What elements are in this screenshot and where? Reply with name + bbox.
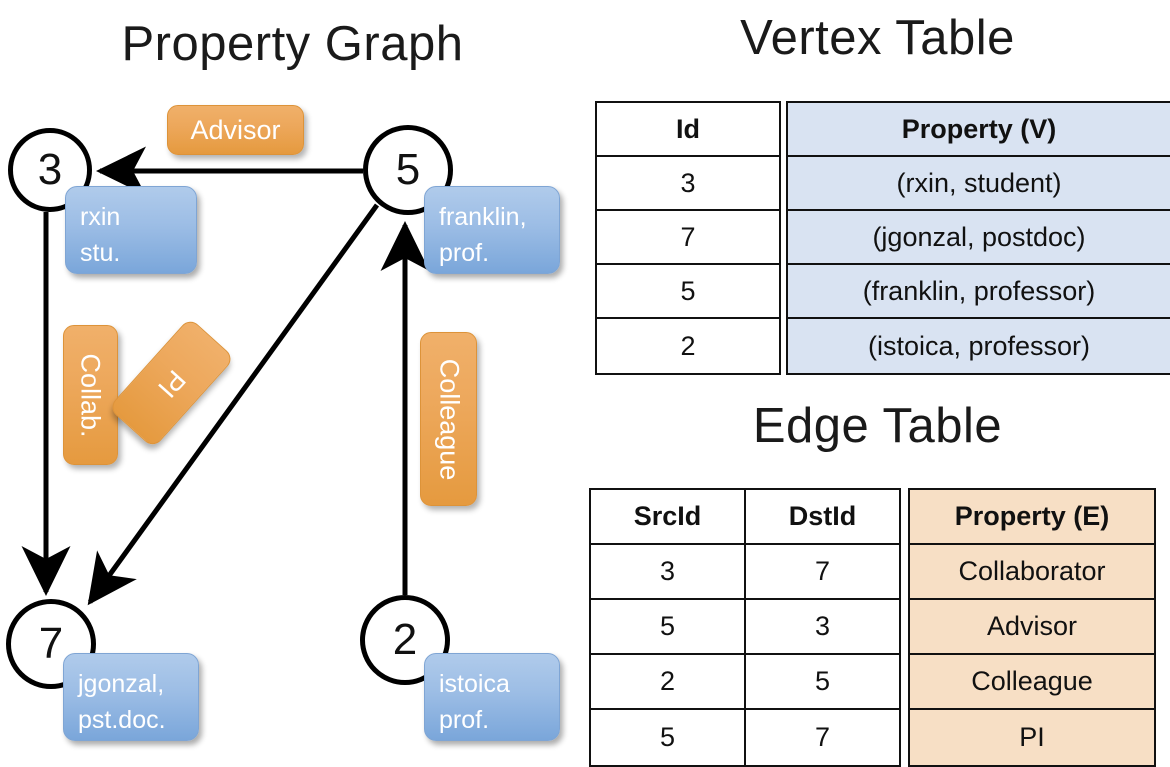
node-property-7-line1: jgonzal,: [78, 670, 165, 698]
vertex-table-column-property: Property (V) (rxin, student) (jgonzal, p…: [786, 101, 1170, 375]
table-row: 3: [597, 157, 779, 211]
vertex-table-title: Vertex Table: [740, 11, 1015, 65]
edge-table-header-dstid: DstId: [746, 490, 899, 545]
vertex-table: Id 3 7 5 2 Property (V) (rxin, student) …: [595, 101, 1170, 375]
edge-label-colleague-text: Colleague: [434, 358, 464, 480]
table-row: 5: [597, 265, 779, 319]
table-row: Colleague: [910, 655, 1154, 710]
graph-node-7-id: 7: [38, 619, 64, 668]
node-property-3-line1: rxin: [80, 203, 121, 231]
node-property-box-3[interactable]: rxin stu.: [65, 186, 197, 274]
graph-node-5-id: 5: [395, 145, 421, 194]
table-row: PI: [1019, 722, 1045, 752]
edge-label-collab[interactable]: Collab.: [63, 325, 118, 465]
vertex-table-header-property: Property (V): [788, 103, 1170, 157]
vertex-table-column-id: Id 3 7 5 2: [595, 101, 781, 375]
table-row: 7: [597, 211, 779, 265]
node-property-2-line1: istoica: [439, 670, 510, 698]
table-row: 5: [591, 600, 744, 655]
graph-node-2[interactable]: 2: [360, 595, 450, 685]
graph-node-3-id: 3: [37, 145, 63, 194]
table-row: 5: [659, 722, 676, 752]
node-property-3-line2: stu.: [80, 239, 121, 268]
node-property-box-2[interactable]: istoica prof.: [424, 653, 560, 741]
graph-node-2-id: 2: [392, 615, 418, 664]
node-property-7-line2: pst.doc.: [78, 706, 166, 735]
table-row: Collaborator: [910, 545, 1154, 600]
table-row: 3: [591, 545, 744, 600]
table-row: (rxin, student): [788, 157, 1170, 211]
node-property-box-5[interactable]: franklin, prof.: [424, 186, 560, 274]
edge-label-advisor-text: Advisor: [190, 114, 281, 145]
property-graph-title: Property Graph: [121, 17, 464, 71]
node-property-2-line2: prof.: [439, 706, 490, 735]
edge-table-column-property: Property (E) Collaborator Advisor Collea…: [908, 488, 1156, 767]
table-row: 7: [746, 545, 899, 600]
table-row: 2: [591, 655, 744, 710]
table-row: 5: [746, 655, 899, 710]
table-row: 3: [746, 600, 899, 655]
edge-table-column-srcid: SrcId 3 5 2 5: [589, 488, 746, 767]
edge-table-header-property: Property (E): [910, 490, 1154, 545]
edge-label-advisor[interactable]: Advisor: [167, 105, 304, 155]
table-row: 2: [680, 330, 696, 361]
node-property-box-7[interactable]: jgonzal, pst.doc.: [63, 653, 199, 741]
edge-label-pi-text: PI: [152, 363, 192, 403]
table-row: Advisor: [910, 600, 1154, 655]
vertex-table-header-id: Id: [597, 103, 779, 157]
edge-label-colleague[interactable]: Colleague: [420, 332, 477, 506]
table-row: 7: [814, 722, 831, 752]
edge-table-header-srcid: SrcId: [591, 490, 744, 545]
edge-table-column-dstid: DstId 7 3 5 7: [744, 488, 901, 767]
node-property-5-line1: franklin,: [439, 203, 527, 231]
table-row: (istoica, professor): [867, 330, 1091, 361]
edge-label-collab-text: Collab.: [76, 352, 107, 438]
edge-table: SrcId 3 5 2 5 DstId 7 3 5 7 Property (E)…: [589, 488, 1156, 767]
edge-label-pi[interactable]: PI: [108, 317, 235, 449]
node-property-5-line2: prof.: [439, 239, 490, 268]
table-row: (franklin, professor): [788, 265, 1170, 319]
graph-node-5[interactable]: 5: [363, 125, 453, 215]
property-graph-diagram: Advisor Collab. PI Colleague 3 5 7 2 rxi…: [0, 0, 585, 760]
edge-table-title: Edge Table: [752, 399, 1003, 453]
table-row: (jgonzal, postdoc): [788, 211, 1170, 265]
